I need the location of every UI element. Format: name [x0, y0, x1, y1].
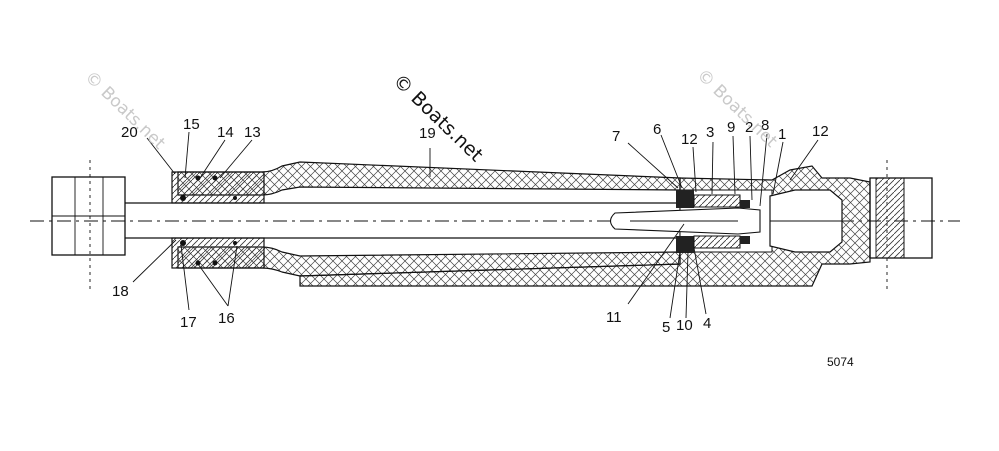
callout-12-right: 12 [812, 123, 829, 140]
callout-8: 8 [761, 117, 769, 134]
piston-assembly [676, 190, 750, 253]
callout-1: 1 [778, 126, 786, 143]
callout-6: 6 [653, 121, 661, 138]
callout-11: 11 [606, 309, 622, 326]
callout-10: 10 [676, 317, 693, 334]
callout-5: 5 [662, 319, 670, 336]
callout-7: 7 [612, 128, 620, 145]
callout-20: 20 [121, 124, 138, 141]
leader-lines [132, 131, 819, 319]
callout-3: 3 [706, 124, 714, 141]
callout-16: 16 [218, 310, 235, 327]
callout-19: 19 [419, 125, 436, 142]
gland-assembly [171, 171, 265, 269]
piston-rod [125, 202, 683, 239]
callout-13: 13 [244, 124, 261, 141]
right-clevis [869, 177, 933, 259]
cylinder-barrel [177, 161, 871, 287]
callout-17: 17 [180, 314, 197, 331]
figure-number: 5074 [827, 355, 854, 369]
valve-body [769, 189, 843, 253]
callout-15: 15 [183, 116, 200, 133]
callout-4: 4 [703, 315, 711, 332]
callout-2: 2 [745, 119, 753, 136]
left-rod-eye [51, 176, 126, 256]
inner-tube [609, 207, 761, 235]
callout-12-left: 12 [681, 131, 698, 148]
watermark-center: © Boats.net [389, 70, 488, 166]
callout-18: 18 [112, 283, 129, 300]
callout-14: 14 [217, 124, 234, 141]
callout-labels: 20 15 14 13 19 7 6 12 3 9 2 8 1 12 18 17… [112, 116, 829, 336]
callout-9: 9 [727, 119, 735, 136]
